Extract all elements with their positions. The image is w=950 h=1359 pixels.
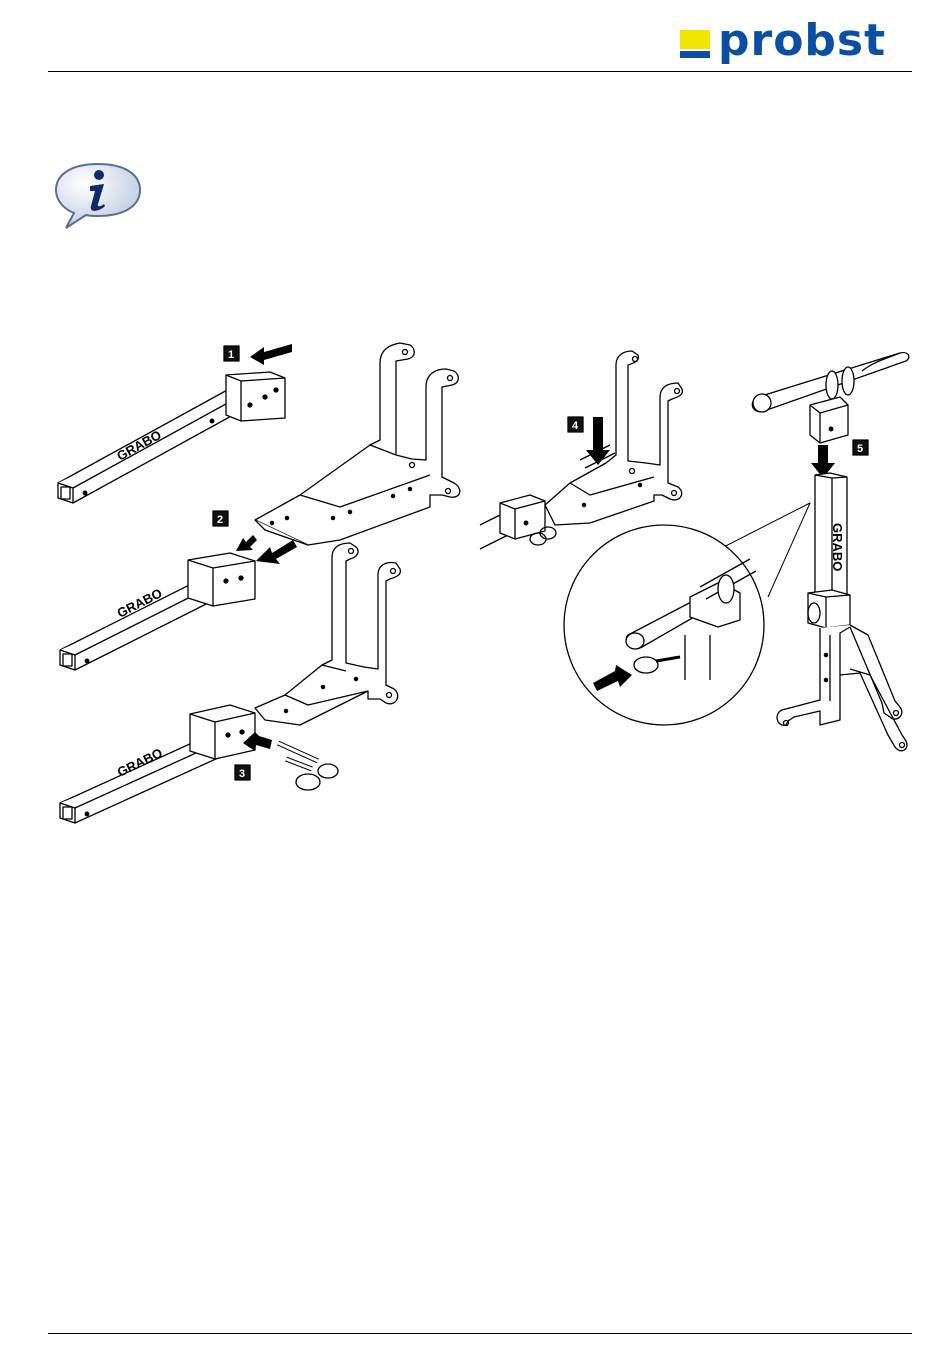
- grabo-label-5: GRABO: [830, 523, 845, 571]
- fork-frame-2: [255, 543, 400, 725]
- arrow-left-2b-icon: [256, 540, 297, 564]
- brand-name: probst: [718, 16, 886, 66]
- tube-assembly-1: GRABO: [58, 372, 285, 503]
- step-badge-5: 5: [853, 440, 868, 455]
- tube-assembly-2: GRABO: [60, 553, 255, 670]
- arrow-right-1-icon: [250, 344, 292, 365]
- step-badge-1: 1: [224, 346, 239, 361]
- roller-assembly: [752, 353, 909, 443]
- svg-text:4: 4: [572, 420, 579, 432]
- arrow-left-2a-icon: [236, 535, 257, 551]
- svg-text:1: 1: [228, 349, 234, 361]
- lock-pins: [278, 743, 338, 790]
- detail-callout: [564, 503, 810, 725]
- step-badge-4: 4: [568, 417, 583, 432]
- tube-assembly-4: [480, 351, 682, 549]
- upright-frame: GRABO: [777, 473, 907, 751]
- tube-assembly-3: GRABO: [60, 705, 255, 823]
- header-divider: [48, 71, 912, 72]
- footer-divider: [48, 1333, 912, 1334]
- step-badge-2: 2: [213, 511, 228, 526]
- logo-mark-icon: [680, 30, 710, 58]
- assembly-illustration: GRABO 1 GRABO 2: [50, 335, 920, 835]
- step-badge-3: 3: [235, 765, 250, 780]
- fork-frame-1: [255, 343, 460, 545]
- svg-text:5: 5: [857, 443, 863, 455]
- svg-text:2: 2: [217, 514, 223, 526]
- probst-logo: probst: [680, 18, 910, 68]
- svg-text:3: 3: [239, 768, 245, 780]
- info-speech-bubble-icon: [52, 160, 144, 230]
